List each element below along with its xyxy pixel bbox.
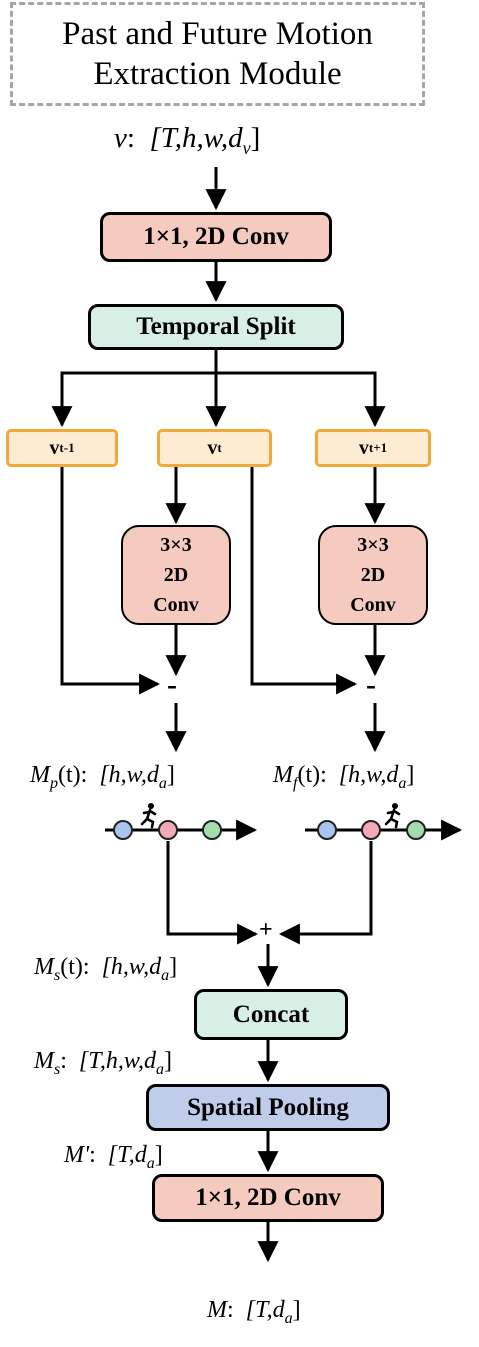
- timeline-dot-cur-right: [361, 820, 381, 840]
- module-title-line2: Extraction Module: [93, 56, 342, 92]
- ms-t-label: Ms(t): [h,w,da]: [34, 954, 178, 984]
- arrow-mp-to-plus: [166, 841, 259, 945]
- arrow-mf-to-plus: [278, 841, 373, 945]
- running-person-icon: [140, 803, 157, 829]
- timeline-dot-prev-left: [113, 820, 133, 840]
- arrow-vprev-to-minus: [60, 467, 161, 695]
- minus-operator-right: -: [366, 668, 376, 701]
- timeline-dot-prev-right: [317, 820, 337, 840]
- arrow-vt-to-right-minus: [250, 467, 358, 695]
- running-person-icon: [384, 803, 401, 829]
- conv-1x1-bottom: 1×1, 2D Conv: [152, 1174, 384, 1222]
- module-title-box: Past and Future Motion Extraction Module: [10, 2, 425, 106]
- output-label: M: [T,da]: [207, 1297, 301, 1327]
- timeline-dot-cur-left: [158, 820, 178, 840]
- timeline-dot-next-left: [202, 820, 222, 840]
- temporal-split-block: Temporal Split: [88, 304, 344, 350]
- plus-operator: +: [259, 917, 273, 943]
- module-title-line1: Past and Future Motion: [62, 16, 373, 52]
- conv-1x1-top: 1×1, 2D Conv: [100, 212, 332, 262]
- input-label: v: [T,h,w,dv]: [114, 122, 261, 158]
- mf-label: Mf(t): [h,w,da]: [273, 762, 415, 792]
- timeline-dot-next-right: [406, 820, 426, 840]
- spatial-pooling-block: Spatial Pooling: [146, 1084, 390, 1131]
- split-branch-bus: [60, 371, 377, 396]
- m-prime-label: M': [T,da]: [64, 1142, 163, 1172]
- mp-label: Mp(t): [h,w,da]: [30, 762, 175, 792]
- minus-operator-left: -: [167, 668, 177, 701]
- concat-block: Concat: [194, 989, 348, 1040]
- ms-label: Ms: [T,h,w,da]: [34, 1048, 173, 1078]
